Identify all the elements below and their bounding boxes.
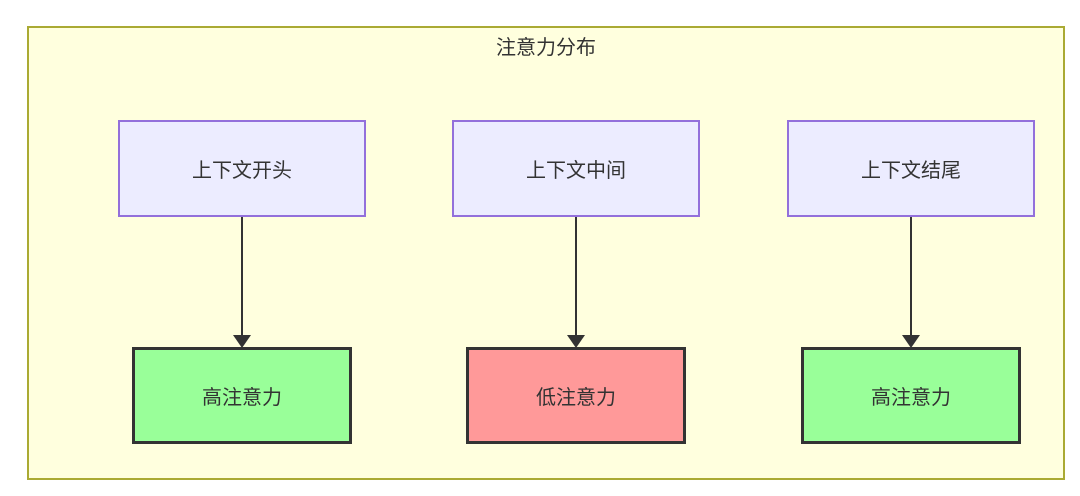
node-high-attention-1: 高注意力 bbox=[132, 347, 352, 444]
arrowhead-down-icon bbox=[902, 335, 920, 348]
attention-distribution-cluster: 注意力分布 上下文开头 上下文中间 上下文结尾 高注意力 低注意力 bbox=[27, 26, 1065, 480]
arrow-line bbox=[910, 217, 912, 336]
node-context-middle-label: 上下文中间 bbox=[526, 160, 626, 182]
arrow-context-end-to-high-attention bbox=[902, 217, 920, 348]
diagram-title: 注意力分布 bbox=[496, 37, 596, 59]
arrow-context-middle-to-low-attention bbox=[567, 217, 585, 348]
node-context-end-label: 上下文结尾 bbox=[861, 160, 961, 182]
node-high-attention-2-label: 高注意力 bbox=[871, 387, 951, 409]
node-low-attention-label: 低注意力 bbox=[536, 387, 616, 409]
arrow-line bbox=[241, 217, 243, 336]
arrow-context-start-to-high-attention bbox=[233, 217, 251, 348]
arrow-line bbox=[575, 217, 577, 336]
node-context-end: 上下文结尾 bbox=[787, 120, 1035, 217]
node-low-attention: 低注意力 bbox=[466, 347, 686, 444]
arrowhead-down-icon bbox=[567, 335, 585, 348]
arrowhead-down-icon bbox=[233, 335, 251, 348]
node-high-attention-2: 高注意力 bbox=[801, 347, 1021, 444]
node-context-start-label: 上下文开头 bbox=[192, 160, 292, 182]
node-context-middle: 上下文中间 bbox=[452, 120, 700, 217]
node-context-start: 上下文开头 bbox=[118, 120, 366, 217]
node-high-attention-1-label: 高注意力 bbox=[202, 387, 282, 409]
